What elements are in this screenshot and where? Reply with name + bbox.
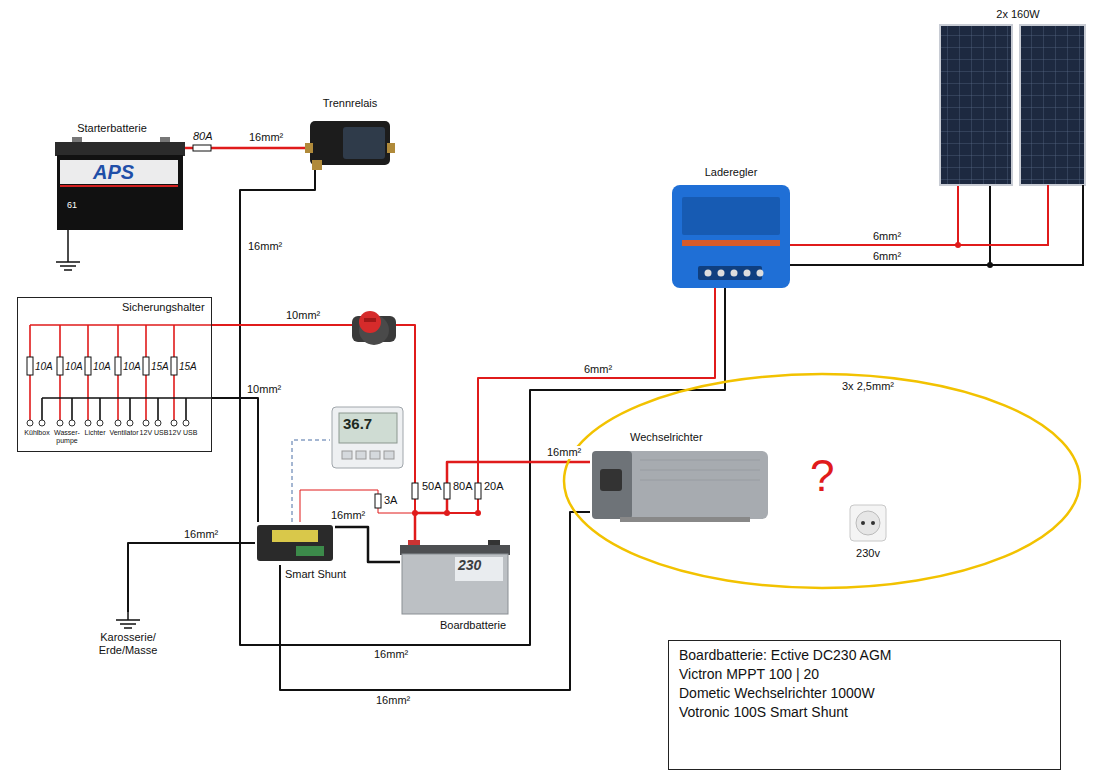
node-text: APS: [93, 161, 134, 183]
wire-gauge-label: 16mm²: [375, 694, 411, 707]
solar-panels: 2x 160W: [940, 25, 1085, 185]
node-label: 36.7: [343, 415, 372, 432]
node-text: Ventilator: [109, 429, 138, 437]
node-label: Smart Shunt: [285, 568, 346, 581]
socket: 230v: [850, 505, 886, 541]
inverter-illustration: [592, 451, 768, 522]
power-wire: [790, 185, 990, 265]
wire: [990, 185, 1083, 265]
wire-gauge-label: 6mm²: [583, 363, 613, 376]
junction-dot: [412, 510, 481, 516]
fuse-rating: 80A: [192, 130, 214, 143]
power-wire: [790, 185, 958, 245]
node-text: 10A: [123, 361, 141, 373]
charge-controller-illustration: [672, 185, 790, 288]
starter-battery: StarterbatterieAPS61: [55, 142, 185, 230]
battery-monitor-display: 36.7: [330, 405, 405, 470]
wire-gauge-label: 16mm²: [546, 446, 582, 459]
node-text: Lichter: [84, 429, 105, 437]
fuse-symbol: [193, 145, 211, 151]
node-text: 61: [67, 200, 77, 210]
junction-dot: [987, 262, 993, 268]
node-text: 15A: [151, 361, 169, 373]
node-text: Dometic Wechselrichter 1000W: [679, 685, 875, 702]
node-text: 15A: [179, 361, 197, 373]
socket-illustration: [850, 505, 886, 541]
solar-panel-illustration: [940, 25, 1085, 185]
fuse-rating: 20A: [483, 480, 505, 493]
fuse-rating: 80A: [452, 480, 474, 493]
node-text: Wasser- pumpe: [53, 429, 81, 445]
junction-dot: [955, 242, 961, 248]
node-label: Laderegler: [705, 166, 758, 179]
power-wire: [240, 170, 725, 645]
node-text: 10A: [65, 361, 83, 373]
wire: [958, 185, 1048, 245]
power-wire: [335, 527, 400, 562]
wire-gauge-label: 16mm²: [183, 528, 219, 541]
node-text: 12V USB: [140, 429, 169, 437]
node-label: Starterbatterie: [77, 122, 147, 135]
house-battery-illustration: [400, 540, 510, 614]
data-cable: [292, 440, 330, 522]
house-battery: 230Boardbatterie: [400, 545, 510, 615]
smart-shunt-illustration: [257, 525, 333, 561]
smart-shunt: Smart Shunt: [255, 522, 335, 565]
power-wire: [212, 398, 258, 522]
node-text: Votronic 100S Smart Shunt: [679, 704, 848, 721]
node-label: Wechselrichter: [630, 431, 703, 444]
starter-battery-illustration: [55, 137, 185, 230]
node-label: 230: [458, 557, 481, 573]
fuse-rating: 50A: [421, 480, 443, 493]
wire-gauge-label: 16mm²: [373, 648, 409, 661]
wire-gauge-label: 10mm²: [246, 383, 282, 396]
battery-switch: [352, 311, 396, 345]
power-wire: [212, 325, 415, 545]
charge-controller: Laderegler: [672, 185, 790, 288]
inverter: Wechselrichter: [590, 448, 770, 522]
chassis-ground: Karosserie/ Erde/Masse: [93, 612, 163, 659]
fuse-rating: 3A: [383, 494, 398, 507]
fuse-holder: Sicherungshalter 10A 10A 10A 10A 15A 15A Kühlbo…: [17, 297, 212, 452]
node-label: Karosserie/ Erde/Masse: [93, 631, 163, 657]
battery-monitor-illustration: [332, 407, 403, 468]
node-label: Trennrelais: [323, 97, 378, 110]
wire-gauge-label: 16mm²: [330, 509, 366, 522]
fuse-symbol: [27, 357, 177, 375]
node-label: 2x 160W: [996, 8, 1039, 21]
power-wire: [128, 543, 255, 612]
node-text: Kühlbox: [24, 429, 49, 437]
inverter-question-ellipse: 3x 2,5mm²? Wechselrichter 230v: [562, 372, 1082, 590]
node-label: 3x 2,5mm²: [842, 380, 894, 393]
wire-gauge-label: 10mm²: [285, 309, 321, 322]
node-text: Victron MPPT 100 | 20: [679, 666, 819, 683]
node-text: 10A: [35, 361, 53, 373]
wire-gauge-label: 16mm²: [248, 131, 284, 144]
fuse-holder-wiring: [30, 325, 212, 420]
node-text: 10A: [93, 361, 111, 373]
node-label: Boardbatterie: Ective DC230 AGM: [679, 647, 891, 664]
wire-gauge-label: 6mm²: [872, 230, 902, 243]
terminal-circle: [27, 420, 189, 426]
node-label: Sicherungshalter: [122, 301, 205, 314]
node-text: ?: [810, 452, 834, 500]
node-label: 230v: [856, 547, 880, 560]
isolation-relay: Trennrelais: [305, 115, 395, 170]
component-list: Boardbatterie: Ective DC230 AGM Victron M…: [668, 640, 1061, 770]
node-text: 12V USB: [169, 429, 198, 437]
node-text: Boardbatterie: [440, 619, 506, 632]
relay-illustration: [305, 121, 395, 170]
wire-gauge-label: 6mm²: [872, 250, 902, 263]
wire-gauge-label: 16mm²: [247, 240, 283, 253]
